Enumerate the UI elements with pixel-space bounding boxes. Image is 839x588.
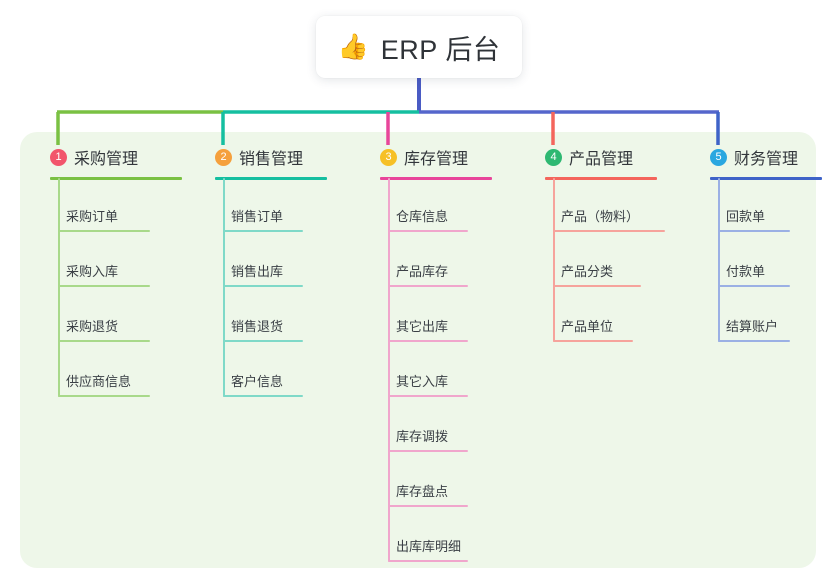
leaf-node[interactable]: 采购入库: [36, 253, 186, 287]
leaf-label: 付款单: [726, 264, 766, 279]
leaf-node[interactable]: 库存调拨: [366, 418, 516, 452]
thumbs-up-icon: 👍: [337, 32, 369, 61]
leaf-rule: [388, 450, 468, 452]
branch-header-1[interactable]: 1 采购管理: [36, 145, 138, 169]
leaf-node[interactable]: 付款单: [696, 253, 839, 287]
branch-header-label: 销售管理: [239, 151, 304, 168]
branch-column-5: 5 财务管理回款单付款单结算账户: [696, 145, 822, 342]
branch-header-5[interactable]: 5 财务管理: [696, 145, 798, 169]
leaf-label: 结算账户: [726, 319, 779, 334]
leaf-label: 销售退货: [231, 319, 284, 334]
branch-spine: [718, 178, 720, 342]
branch-header-label: 产品管理: [569, 151, 634, 168]
leaf-rule: [223, 340, 303, 342]
root-title: ERP 后台: [380, 34, 501, 65]
branch-number-badge: 1: [50, 148, 67, 166]
leaf-node[interactable]: 其它入库: [366, 363, 516, 397]
leaf-node[interactable]: 采购退货: [36, 308, 186, 342]
leaf-node[interactable]: 产品库存: [366, 253, 516, 287]
branch-number-badge: 4: [545, 148, 562, 166]
branch-spine: [58, 178, 60, 397]
branch-column-2: 2 销售管理销售订单销售出库销售退货客户信息: [201, 145, 327, 397]
leaf-rule: [58, 395, 150, 397]
leaf-rule: [223, 230, 303, 232]
leaf-label: 产品库存: [396, 264, 449, 279]
leaf-node[interactable]: 客户信息: [201, 363, 351, 397]
leaf-label: 采购退货: [66, 319, 119, 334]
leaf-rule: [388, 560, 468, 562]
leaf-label: 采购订单: [66, 209, 119, 224]
branch-column-3: 3 库存管理仓库信息产品库存其它出库其它入库库存调拨库存盘点出库库明细: [366, 145, 492, 562]
branch-spine: [553, 178, 555, 342]
branch-header-label: 采购管理: [74, 151, 139, 168]
leaf-rule: [553, 340, 633, 342]
leaf-rule: [553, 285, 641, 287]
leaf-rule: [388, 505, 468, 507]
branch-column-1: 1 采购管理采购订单采购入库采购退货供应商信息: [36, 145, 182, 397]
leaf-node[interactable]: 其它出库: [366, 308, 516, 342]
branch-column-4: 4 产品管理产品（物料） 产品分类产品单位: [531, 145, 665, 342]
branch-header-rule: [215, 177, 327, 180]
leaf-rule: [58, 285, 150, 287]
leaf-rule: [718, 340, 790, 342]
leaf-label: 供应商信息: [66, 374, 132, 389]
leaf-rule: [223, 395, 303, 397]
branch-header-2[interactable]: 2 销售管理: [201, 145, 303, 169]
leaf-rule: [388, 395, 468, 397]
leaf-node[interactable]: 产品单位: [531, 308, 681, 342]
leaf-label: 产品分类: [561, 264, 614, 279]
leaf-node[interactable]: 产品（物料）: [531, 198, 681, 232]
leaf-rule: [388, 285, 468, 287]
branch-header-rule: [50, 177, 182, 180]
leaf-node[interactable]: 销售退货: [201, 308, 351, 342]
branch-header-label: 库存管理: [404, 151, 469, 168]
branch-header-3[interactable]: 3 库存管理: [366, 145, 468, 169]
branch-number-badge: 2: [215, 148, 232, 166]
leaf-node[interactable]: 仓库信息: [366, 198, 516, 232]
leaf-label: 产品（物料）: [561, 209, 640, 224]
leaf-label: 库存调拨: [396, 429, 449, 444]
leaf-label: 回款单: [726, 209, 766, 224]
leaf-rule: [58, 340, 150, 342]
leaf-node[interactable]: 出库库明细: [366, 528, 516, 562]
leaf-rule: [388, 340, 468, 342]
leaf-rule: [388, 230, 468, 232]
leaf-node[interactable]: 回款单: [696, 198, 839, 232]
branch-header-4[interactable]: 4 产品管理: [531, 145, 633, 169]
root-node[interactable]: 👍 ERP 后台: [316, 16, 522, 78]
branch-header-rule: [545, 177, 657, 180]
leaf-label: 库存盘点: [396, 484, 449, 499]
branch-header-label: 财务管理: [734, 151, 799, 168]
branch-spine: [223, 178, 225, 397]
leaf-node[interactable]: 采购订单: [36, 198, 186, 232]
leaf-label: 产品单位: [561, 319, 614, 334]
branch-spine: [388, 178, 390, 562]
leaf-rule: [58, 230, 150, 232]
leaf-label: 客户信息: [231, 374, 284, 389]
leaf-node[interactable]: 销售订单: [201, 198, 351, 232]
branch-header-rule: [710, 177, 822, 180]
leaf-node[interactable]: 产品分类: [531, 253, 681, 287]
leaf-rule: [223, 285, 303, 287]
leaf-label: 销售出库: [231, 264, 284, 279]
branch-number-badge: 5: [710, 148, 727, 166]
leaf-label: 其它出库: [396, 319, 449, 334]
leaf-label: 采购入库: [66, 264, 119, 279]
leaf-node[interactable]: 供应商信息: [36, 363, 186, 397]
leaf-rule: [718, 285, 790, 287]
leaf-label: 其它入库: [396, 374, 449, 389]
diagram-panel: [20, 132, 816, 568]
leaf-node[interactable]: 结算账户: [696, 308, 839, 342]
leaf-label: 出库库明细: [396, 539, 462, 554]
leaf-rule: [718, 230, 790, 232]
leaf-label: 销售订单: [231, 209, 284, 224]
leaf-node[interactable]: 库存盘点: [366, 473, 516, 507]
leaf-rule: [553, 230, 665, 232]
leaf-label: 仓库信息: [396, 209, 449, 224]
branch-number-badge: 3: [380, 148, 397, 166]
leaf-node[interactable]: 销售出库: [201, 253, 351, 287]
branch-header-rule: [380, 177, 492, 180]
